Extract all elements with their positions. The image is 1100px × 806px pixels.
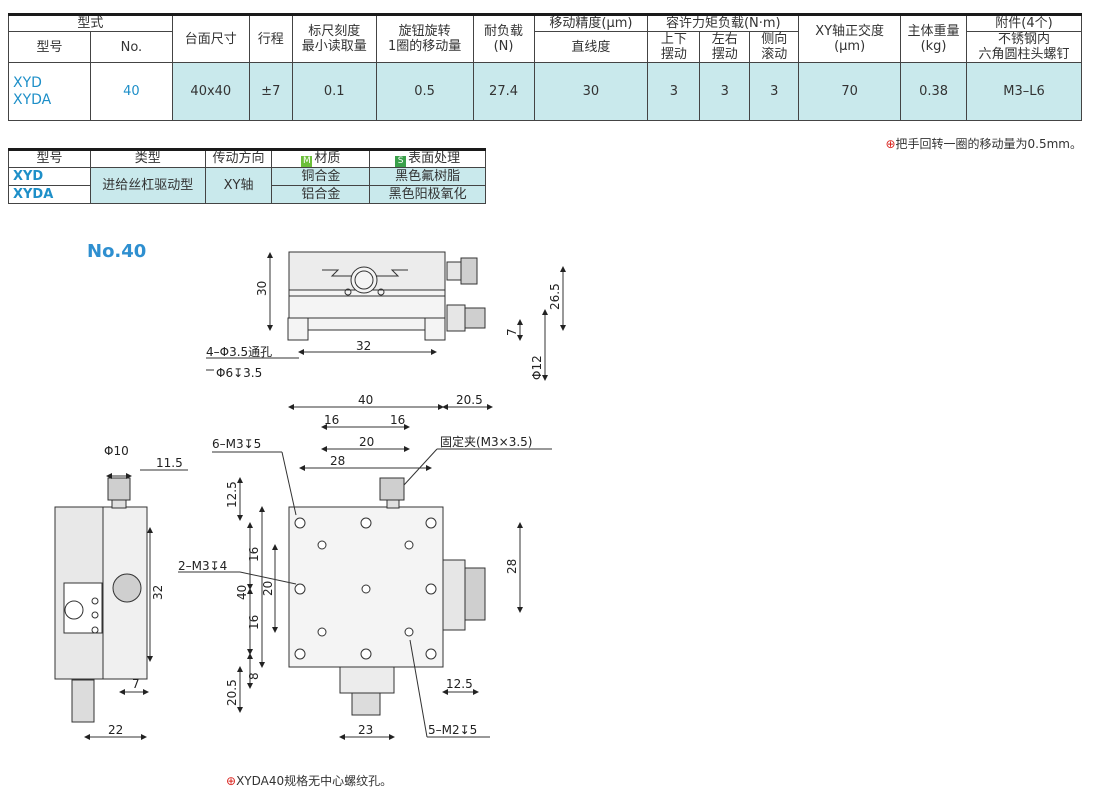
table-row: XYD 进给丝杠驱动型 XY轴 铜合金 黑色氟树脂 — [8, 167, 486, 204]
header-precision: 移动精度(μm) — [533, 13, 649, 32]
cell-ortho: 70 — [798, 62, 902, 121]
dim-7-top: 7 — [505, 328, 519, 336]
hole-note-1: 4–Φ3.5通孔 — [206, 345, 272, 359]
dim-phi10: Φ10 — [104, 444, 129, 458]
header-scale: 标尺刻度最小读取量 — [291, 13, 377, 63]
dim-20-5-top: 20.5 — [456, 393, 483, 407]
type-header-direction: 传动方向 — [204, 148, 273, 168]
side-view — [54, 469, 188, 740]
knob-note: ⊕把手回转一圈的移动量为0.5mm。 — [885, 137, 1082, 151]
dim-20: 20 — [359, 435, 374, 449]
type-cell-type: 进给丝杠驱动型 — [89, 167, 206, 204]
cell-table-size: 40x40 — [171, 62, 250, 121]
header-type-group: 型式 — [8, 13, 173, 32]
dim-28: 28 — [330, 454, 345, 468]
header-roll: 侧向滚动 — [749, 31, 800, 63]
type-cell-material: 铝合金 — [271, 185, 371, 204]
cell-stroke: ±7 — [248, 62, 293, 121]
cell-no: 40 — [89, 62, 173, 121]
dim-11-5: 11.5 — [156, 456, 183, 470]
cell-load: 27.4 — [472, 62, 535, 121]
dim-16-a: 16 — [324, 413, 339, 427]
dim-26-5: 26.5 — [548, 283, 562, 310]
front-view — [178, 404, 552, 740]
surface-badge-icon: S — [395, 156, 407, 167]
center-thread-note: ⊕XYDA40规格无中心螺纹孔。 — [226, 774, 393, 788]
cell-straightness: 30 — [533, 62, 649, 121]
dim-32-side: 32 — [151, 585, 165, 600]
cell-pitch: 3 — [647, 62, 701, 121]
cell-yaw: 3 — [699, 62, 751, 121]
header-pitch: 上下摆动 — [647, 31, 701, 63]
hole-note-2: Φ6↧3.5 — [216, 366, 262, 380]
table-row: XYDA 铝合金 黑色阳极氧化 — [8, 185, 486, 204]
dim-7-side: 7 — [132, 677, 140, 691]
dim-16-left-a: 16 — [247, 547, 261, 562]
dim-40-top: 40 — [358, 393, 373, 407]
thread-note-m2: 5–M2↧5 — [428, 723, 477, 737]
dim-12-5-right: 12.5 — [446, 677, 473, 691]
dim-20-left: 20 — [261, 581, 275, 596]
thread-note-m3: 6–M3↧5 — [212, 437, 261, 451]
cell-accessory: M3–L6 — [966, 62, 1082, 121]
section-title: No.40 — [87, 241, 147, 262]
dim-22: 22 — [108, 723, 123, 737]
type-cell-direction: XY轴 — [204, 167, 273, 204]
header-load: 耐负载(N) — [472, 13, 535, 63]
dim-16-left-b: 16 — [247, 615, 261, 630]
header-moment: 容许力矩负载(N·m) — [647, 13, 800, 32]
thread-note-m3b: 2–M3↧4 — [178, 559, 227, 573]
dim-phi12: Φ12 — [530, 355, 544, 380]
cell-scale: 0.1 — [291, 62, 377, 121]
dim-12-5-left: 12.5 — [225, 481, 239, 508]
dim-20-5-left: 20.5 — [225, 679, 239, 706]
cell-weight: 0.38 — [900, 62, 968, 121]
top-view — [206, 251, 566, 381]
note-marker-icon: ⊕ — [226, 774, 237, 788]
dim-8: 8 — [247, 672, 261, 680]
type-cell-model: XYD — [8, 167, 91, 186]
header-stroke: 行程 — [248, 13, 293, 63]
header-accessory: 附件(4个) — [966, 13, 1082, 32]
header-accessory-detail: 不锈钢内六角圆柱头螺钉 — [966, 31, 1082, 63]
note-marker-icon: ⊕ — [885, 137, 896, 151]
clip-note: 固定夹(M3×3.5) — [440, 434, 533, 449]
dim-40-left: 40 — [235, 585, 249, 600]
dim-23: 23 — [358, 723, 373, 737]
header-ortho: XY轴正交度(μm) — [798, 13, 902, 63]
cell-knob: 0.5 — [375, 62, 474, 121]
dim-28-right: 28 — [505, 559, 519, 574]
material-badge-icon: M — [301, 156, 313, 167]
header-yaw: 左右摆动 — [699, 31, 751, 63]
header-straightness: 直线度 — [533, 31, 649, 63]
type-cell-surface: 黑色阳极氧化 — [369, 185, 486, 204]
cell-roll: 3 — [749, 62, 800, 121]
dim-32-top: 32 — [356, 339, 371, 353]
dim-16-b: 16 — [390, 413, 405, 427]
dim-30: 30 — [255, 281, 269, 296]
header-model: 型号 — [8, 31, 91, 63]
type-cell-model: XYDA — [8, 185, 91, 204]
